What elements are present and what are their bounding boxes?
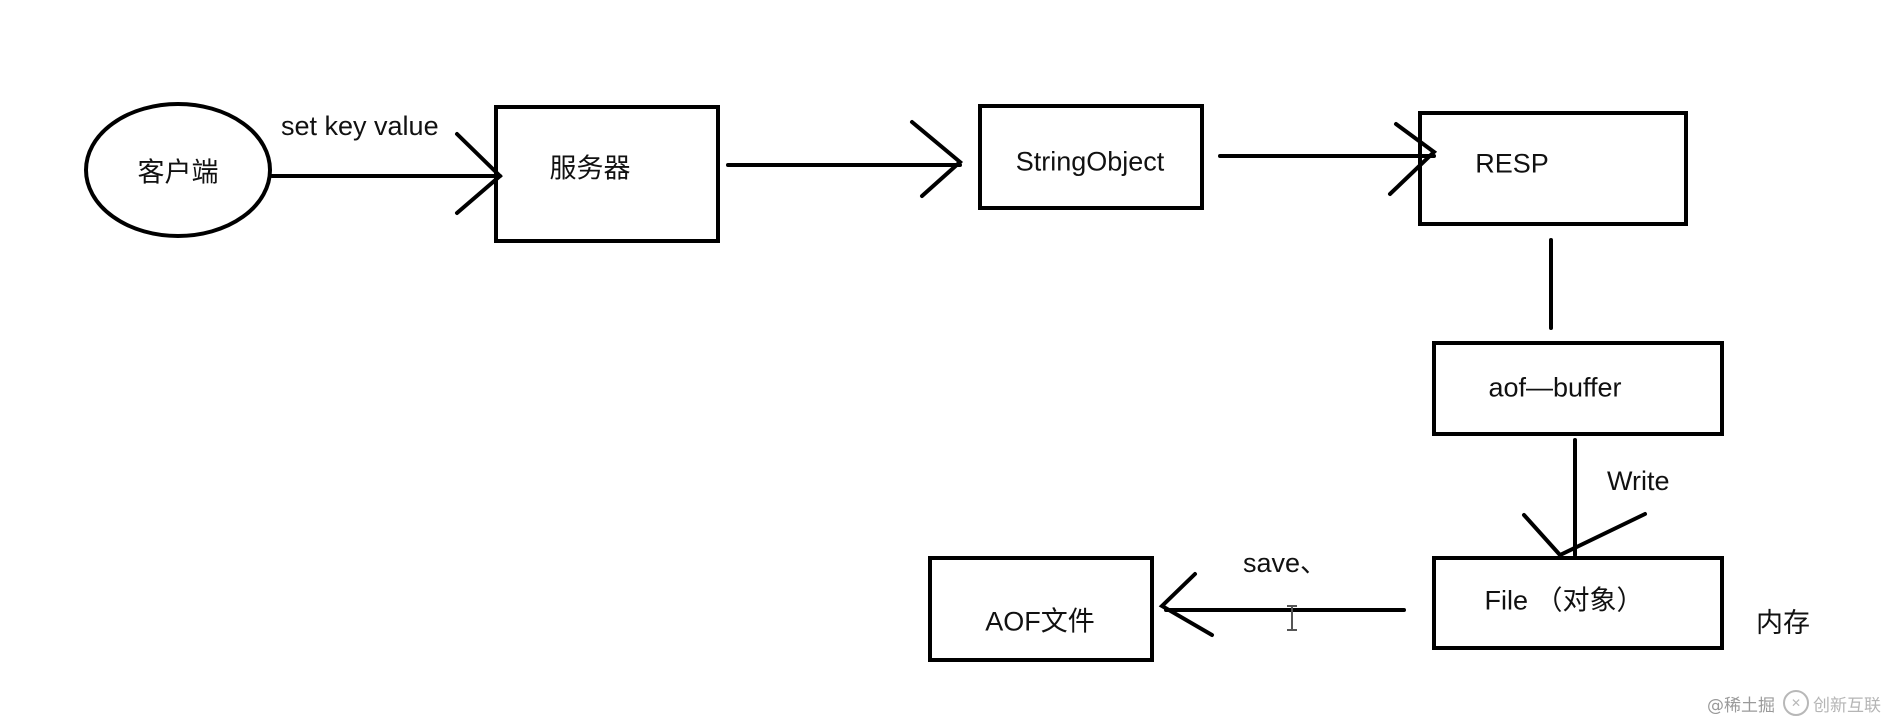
- watermark: @稀土掘 ✕ 创新互联: [1707, 690, 1881, 716]
- watermark-brand-text: 创新互联: [1813, 695, 1881, 716]
- edge-buffer-to-file: [1522, 438, 1647, 558]
- aof-buffer-node-shape: [1432, 341, 1724, 436]
- edge-label-write: Write: [1607, 466, 1670, 496]
- watermark-brand: ✕ 创新互联: [1783, 690, 1881, 716]
- edge-file-to-aof: [1158, 572, 1406, 637]
- server-label: 服务器: [549, 153, 631, 184]
- file-object-label: File （对象）: [1484, 585, 1644, 616]
- string-object-label: StringObject: [1015, 146, 1165, 177]
- string-object-node-shape: [978, 104, 1204, 210]
- edge-client-to-server: [270, 132, 503, 215]
- edge-label-set-key-value: set key value: [281, 111, 439, 141]
- edge-stringobject-to-resp: [1218, 122, 1438, 196]
- watermark-source-text: @稀土掘: [1707, 695, 1775, 716]
- resp-node-shape: [1418, 111, 1688, 226]
- text-cursor-icon: [1287, 605, 1297, 631]
- file-object-node-shape: [1432, 556, 1724, 650]
- edge-label-save: save、: [1243, 548, 1328, 578]
- aof-buffer-label: aof—buffer: [1488, 372, 1622, 403]
- client-node-shape: [84, 102, 272, 238]
- resp-label: RESP: [1475, 148, 1549, 179]
- aof-file-label: AOF文件: [985, 606, 1095, 637]
- aof-file-node-shape: [928, 556, 1154, 662]
- client-label: 客户端: [137, 157, 219, 188]
- edge-server-to-stringobject: [726, 120, 964, 198]
- memory-annotation: 内存: [1756, 608, 1810, 638]
- brand-logo-icon: ✕: [1783, 690, 1809, 716]
